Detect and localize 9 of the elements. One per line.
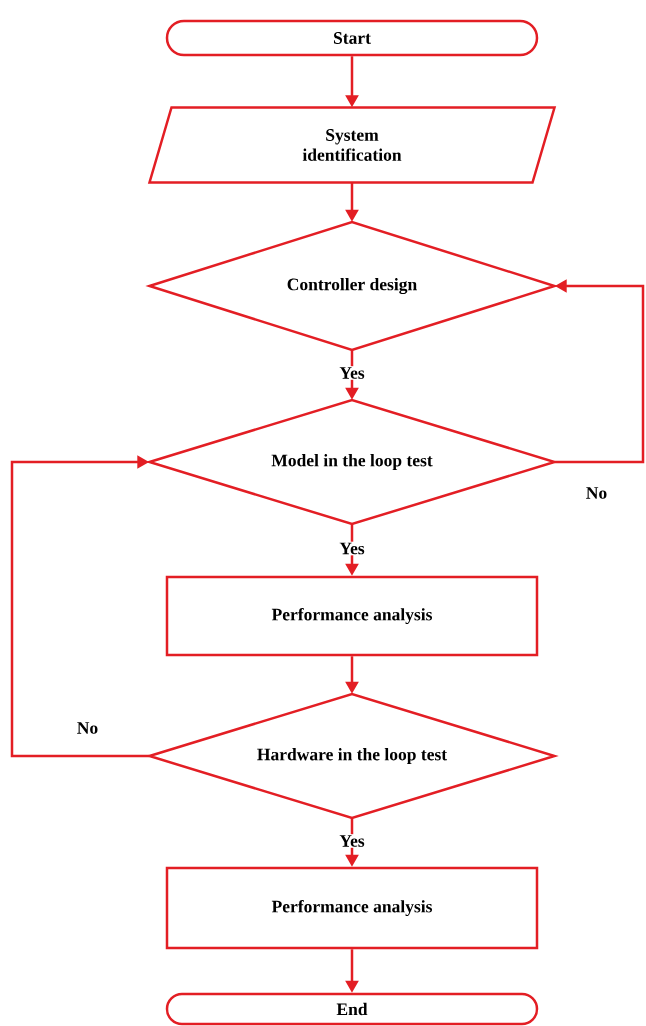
- edge-label: No: [584, 486, 609, 500]
- edge-label: Yes: [338, 366, 366, 380]
- process-box: Performance analysis: [165, 575, 539, 657]
- terminal-box: End: [165, 992, 539, 1026]
- arrow: [10, 455, 150, 758]
- terminal-box: Start: [165, 19, 539, 57]
- process-box: Performance analysis: [165, 866, 539, 950]
- edge-label: Yes: [338, 834, 366, 848]
- edge-label: No: [75, 721, 100, 735]
